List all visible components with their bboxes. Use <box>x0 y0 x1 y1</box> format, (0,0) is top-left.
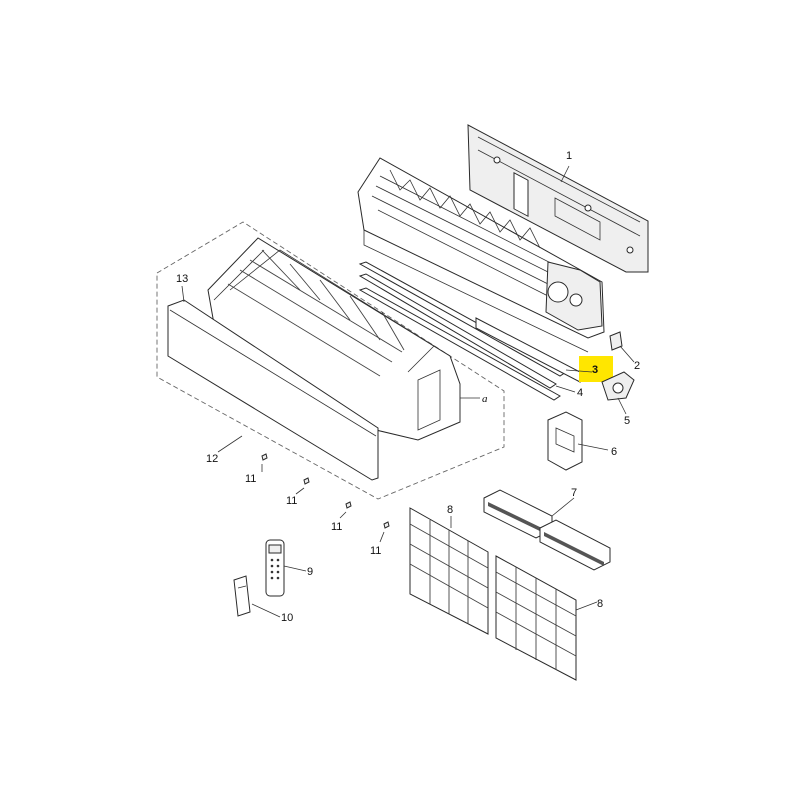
callout-8-a: 8 <box>447 504 453 516</box>
callout-5: 5 <box>624 415 630 427</box>
part-6-control-box <box>547 411 583 471</box>
part-5-louver-motor <box>601 371 635 401</box>
callout-labels: 1 2 3 4 5 6 7 8 8 9 10 11 11 11 11 12 13… <box>176 150 640 624</box>
part-1-mounting-plate <box>467 124 649 273</box>
callout-11-a: 11 <box>245 473 256 485</box>
callout-11-b: 11 <box>286 495 297 507</box>
highlight-box-part-3 <box>579 356 613 382</box>
callout-9: 9 <box>307 566 313 578</box>
callout-2: 2 <box>634 360 640 372</box>
front-panel-body <box>207 237 461 441</box>
callout-10: 10 <box>281 612 293 624</box>
part-2-clip <box>609 331 623 351</box>
part-7-filters <box>483 489 611 571</box>
part-8-filter-a <box>409 507 489 635</box>
callout-12: 12 <box>206 453 218 465</box>
part-4-louver <box>358 261 581 401</box>
part-11-screws <box>261 453 390 529</box>
front-assembly-boundary <box>156 221 505 500</box>
part-9-remote-control <box>265 539 285 597</box>
callout-8-b: 8 <box>597 598 603 610</box>
callout-6: 6 <box>611 446 617 458</box>
callout-7: 7 <box>571 487 577 499</box>
leader-lines <box>181 165 635 618</box>
callout-1: 1 <box>566 150 572 162</box>
callout-a: a <box>482 393 488 405</box>
callout-11-d: 11 <box>370 545 381 557</box>
part-8-filter-b <box>495 555 577 681</box>
callout-4: 4 <box>577 387 583 399</box>
main-chassis <box>357 157 605 353</box>
callout-3: 3 <box>592 364 598 376</box>
part-10-remote-holder <box>233 575 251 617</box>
callout-13: 13 <box>176 273 188 285</box>
callout-11-c: 11 <box>331 521 342 533</box>
